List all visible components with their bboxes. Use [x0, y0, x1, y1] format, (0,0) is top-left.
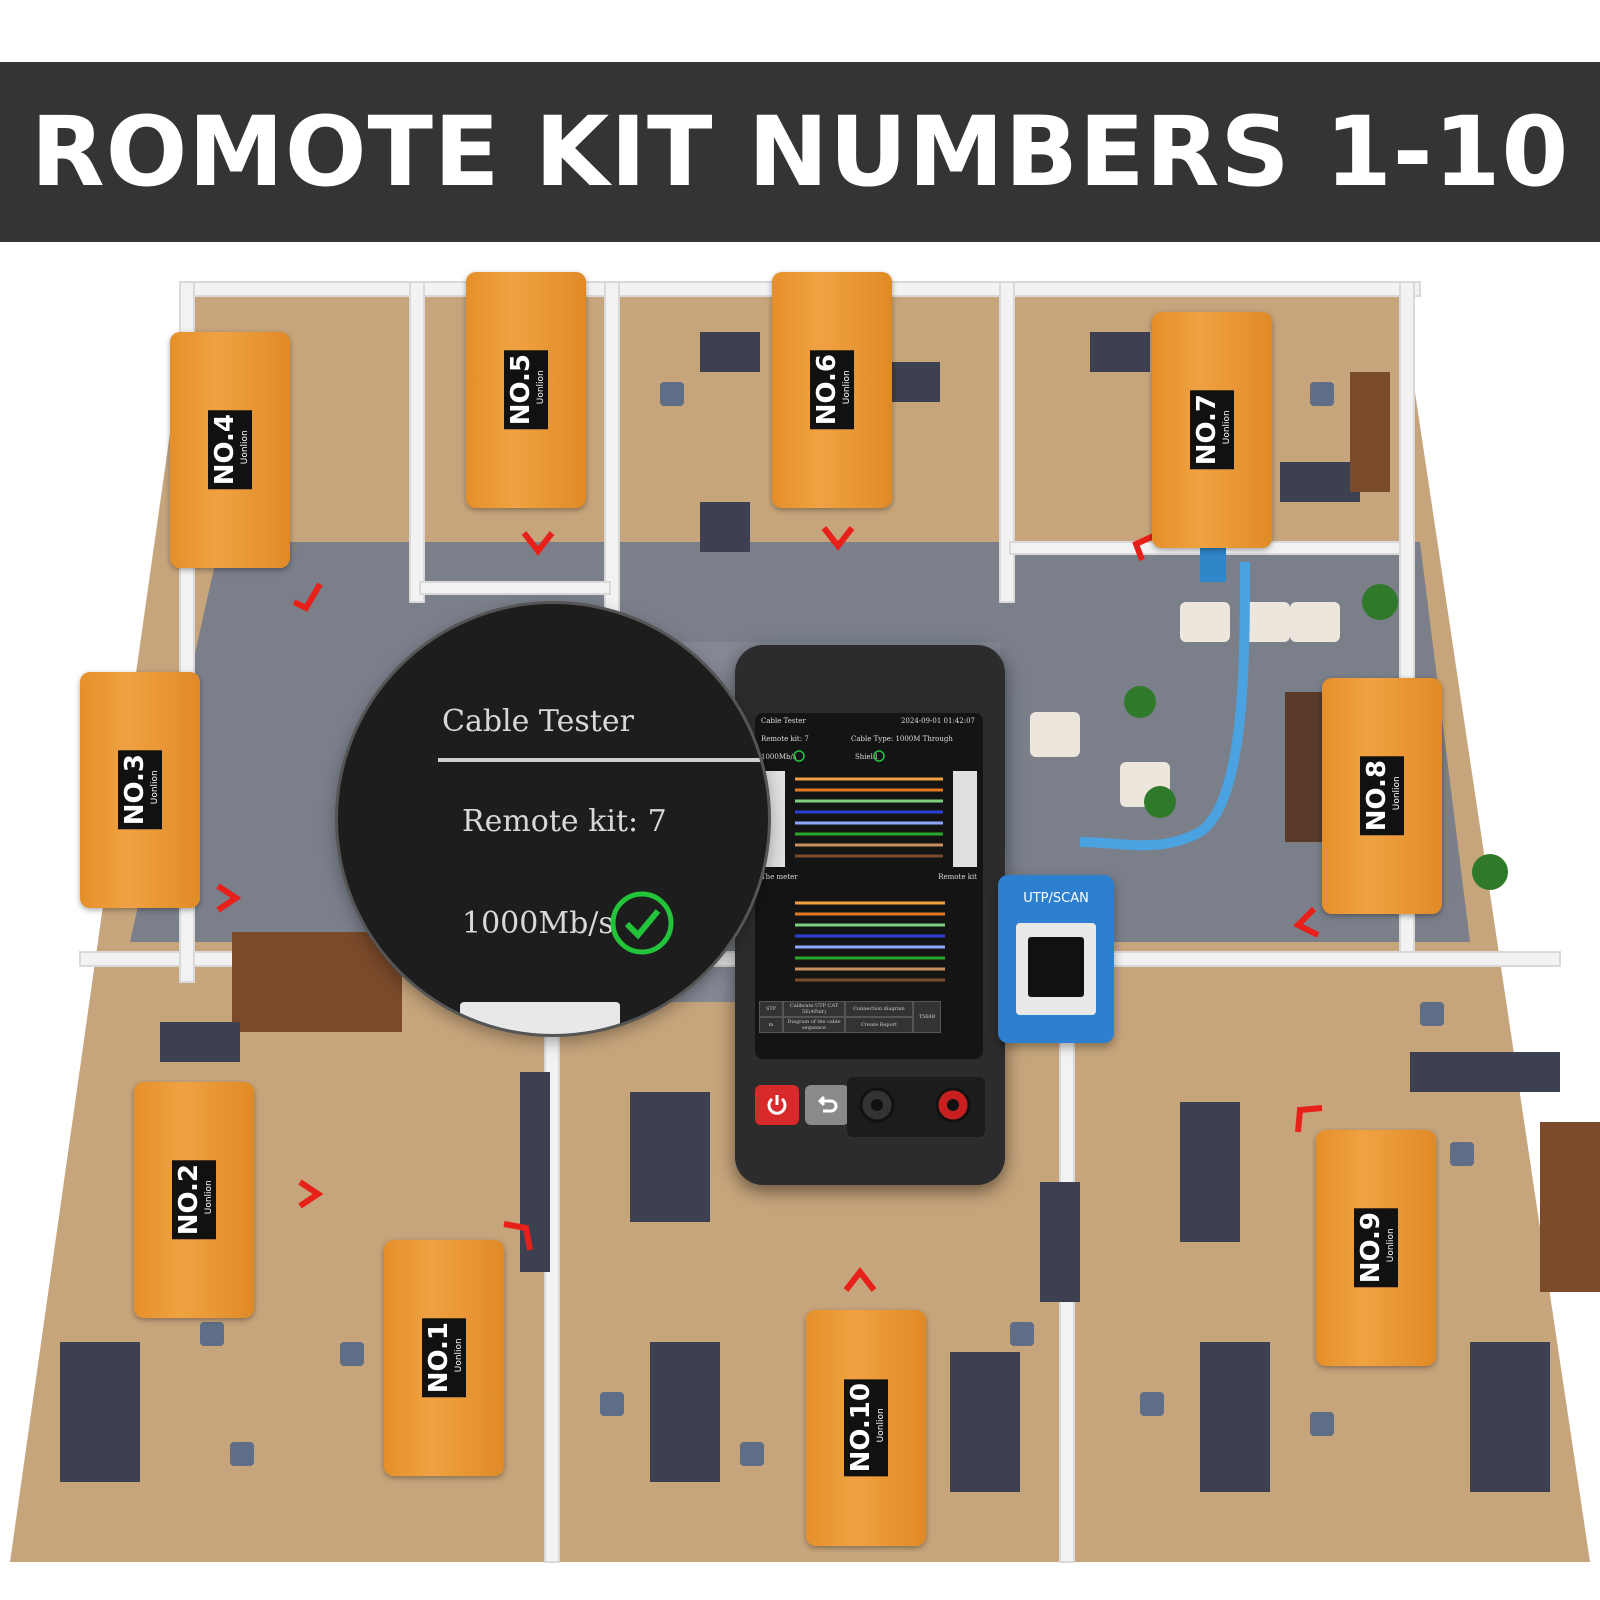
kit-brand: Uonlion	[454, 1338, 464, 1373]
cable-sequence-button[interactable]: Diagram of the cable sequence	[783, 1017, 845, 1033]
screen-remote-label: Remote kit	[938, 873, 977, 881]
zoom-remote-kit: Remote kit: 7	[462, 804, 667, 839]
arrow-icon-kit-6	[820, 520, 856, 556]
arrow-icon-kit-9	[1290, 1102, 1326, 1138]
back-button[interactable]	[805, 1085, 849, 1125]
check-icon	[610, 891, 674, 955]
wire-map-graphic	[761, 750, 977, 982]
screen-title: Cable Tester	[761, 717, 806, 725]
zoom-speed: 1000Mb/s	[462, 906, 614, 941]
kit-brand: Uonlion	[240, 430, 250, 465]
screen-meter-label: The meter	[761, 873, 798, 881]
screen-cable-type: Cable Type: 1000M Through	[851, 735, 953, 743]
zoom-title: Cable Tester	[442, 704, 634, 739]
kit-brand: Uonlion	[150, 770, 160, 805]
kit-brand: Uonlion	[1386, 1228, 1396, 1263]
title-banner: ROMOTE KIT NUMBERS 1-10	[0, 62, 1600, 242]
power-button[interactable]	[755, 1085, 799, 1125]
tester-screen: Cable Tester 2024-09-01 01:42:07 Remote …	[755, 713, 983, 1059]
kit-brand: Uonlion	[876, 1408, 886, 1443]
connection-diagram-button[interactable]: Connection diagram	[845, 1001, 913, 1017]
screen-datetime: 2024-09-01 01:42:07	[900, 717, 975, 725]
page-title: ROMOTE KIT NUMBERS 1-10	[30, 96, 1570, 208]
create-report-button[interactable]: Create Report	[845, 1017, 913, 1033]
arrow-icon-kit-1	[500, 1218, 536, 1254]
power-icon	[767, 1095, 787, 1115]
stp-button[interactable]: STP	[759, 1001, 783, 1017]
screen-shield: Shield	[855, 753, 878, 761]
m-button[interactable]: m	[759, 1017, 783, 1033]
arrow-icon-kit-3	[210, 880, 246, 916]
kit-brand: Uonlion	[204, 1180, 214, 1215]
kit-brand: Uonlion	[536, 370, 546, 405]
arrow-icon-kit-2	[292, 1176, 328, 1212]
screen-remote-kit: Remote kit: 7	[761, 735, 809, 743]
kit-brand: Uonlion	[1392, 776, 1402, 811]
utp-scan-module: UTP/SCAN	[998, 875, 1114, 1043]
t568b-button[interactable]: T568B	[913, 1001, 941, 1033]
screen-zoom-magnifier: Cable Tester Remote kit: 7 1000Mb/s	[338, 604, 768, 1034]
arrow-icon-kit-7	[1128, 530, 1164, 566]
scan-label: UTP/SCAN	[1023, 891, 1089, 906]
arrow-icon-kit-4	[290, 578, 326, 614]
back-icon	[817, 1095, 838, 1113]
rj45-port	[1016, 923, 1096, 1015]
probe-ports	[847, 1077, 985, 1137]
zoom-divider	[438, 758, 768, 762]
zoom-panel	[460, 1002, 620, 1034]
arrow-icon-kit-8	[1290, 905, 1326, 941]
arrow-icon-kit-5	[520, 525, 556, 561]
screen-speed: 1000Mb/s	[761, 753, 797, 761]
arrow-icon-kit-10	[842, 1262, 878, 1298]
kit-brand: Uonlion	[1222, 410, 1232, 445]
cable-tester-device: Cable Tester 2024-09-01 01:42:07 Remote …	[735, 645, 1005, 1185]
calibrate-button[interactable]: Calibrate UTP CAT 5E(4Pair)	[783, 1001, 845, 1017]
kit-brand: Uonlion	[842, 370, 852, 405]
